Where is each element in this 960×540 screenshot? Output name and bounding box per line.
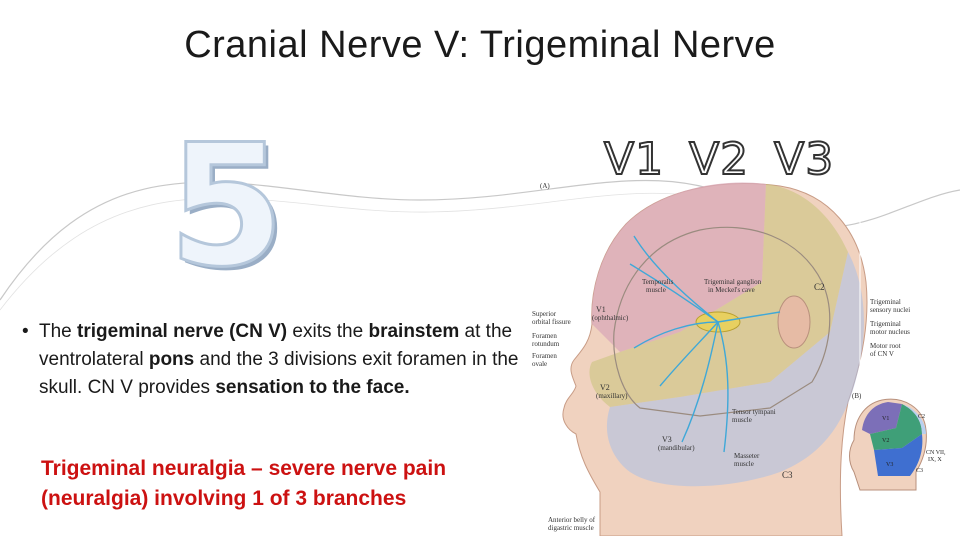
label-digastric-2: digastric muscle bbox=[548, 524, 594, 532]
label-ganglion: Trigeminal ganglion bbox=[704, 278, 762, 286]
label-tensor-2: muscle bbox=[732, 416, 752, 424]
inset-label-c3: C3 bbox=[916, 468, 923, 474]
cranial-nerve-number: 5 bbox=[168, 122, 285, 290]
bullet-point: • The trigeminal nerve (CN V) exits the … bbox=[22, 318, 522, 402]
label-sensory-nuclei: Trigeminal bbox=[870, 298, 901, 306]
label-motor-root-2: of CN V bbox=[870, 350, 894, 358]
inset-label-v3: V3 bbox=[886, 462, 893, 468]
inset-dermatome-panel: V1 V2 V3 C2 C3 CN VII, IX, X bbox=[850, 399, 947, 490]
label-sensory-nuclei-2: sensory nuclei bbox=[870, 306, 910, 314]
label-v1-sub: (ophthalmic) bbox=[592, 314, 629, 322]
inset-label-v2: V2 bbox=[882, 438, 889, 444]
label-sup-orbital-2: orbital fissure bbox=[532, 318, 571, 326]
label-c2: C2 bbox=[814, 282, 825, 292]
label-tensor: Tensor tympani bbox=[732, 408, 776, 416]
bullet-segment: trigeminal nerve (CN V) bbox=[77, 321, 287, 342]
slide-title: Cranial Nerve V: Trigeminal Nerve bbox=[0, 24, 960, 67]
label-masseter-2: muscle bbox=[734, 460, 754, 468]
label-ganglion-2: in Meckel's cave bbox=[708, 286, 755, 294]
label-panel-a: (A) bbox=[540, 182, 550, 190]
inset-label-cn: CN VII, bbox=[926, 450, 946, 456]
inset-label-cn-2: IX, X bbox=[928, 457, 942, 463]
bullet-marker: • bbox=[22, 318, 29, 346]
label-temporalis: Temporalis bbox=[642, 278, 674, 286]
label-v3-sub: (mandibular) bbox=[658, 444, 695, 452]
bullet-segment: brainstem bbox=[368, 321, 459, 342]
label-digastric: Anterior belly of bbox=[548, 516, 596, 524]
label-v3: V3 bbox=[662, 435, 672, 444]
label-v2-sub: (maxillary) bbox=[596, 392, 628, 400]
inset-label-v1: V1 bbox=[882, 416, 889, 422]
label-foramen-ovale: Foramen bbox=[532, 352, 557, 360]
label-v2: V2 bbox=[600, 383, 610, 392]
label-motor-root: Motor root bbox=[870, 342, 901, 350]
trigeminal-anatomy-figure: (A) Temporalis muscle Trigeminal ganglio… bbox=[530, 172, 948, 536]
label-panel-b: (B) bbox=[852, 392, 862, 400]
bullet-segment: exits the bbox=[287, 321, 368, 342]
label-c3: C3 bbox=[782, 470, 793, 480]
inset-label-c2: C2 bbox=[918, 414, 925, 420]
neuralgia-callout: Trigeminal neuralgia – severe nerve pain… bbox=[41, 454, 531, 514]
label-foramen-rot: Foramen bbox=[532, 332, 557, 340]
bullet-segment: sensation to the face. bbox=[215, 377, 409, 398]
bullet-segment: The bbox=[39, 321, 77, 342]
label-masseter: Masseter bbox=[734, 452, 760, 460]
ear bbox=[778, 296, 810, 348]
bullet-segment: pons bbox=[149, 349, 194, 370]
label-motor-nucleus: Trigeminal bbox=[870, 320, 901, 328]
bullet-text: The trigeminal nerve (CN V) exits the br… bbox=[39, 318, 522, 402]
label-v1: V1 bbox=[596, 305, 606, 314]
label-foramen-ovale-2: ovale bbox=[532, 360, 547, 368]
label-sup-orbital: Superior bbox=[532, 310, 557, 318]
label-foramen-rot-2: rotundum bbox=[532, 340, 560, 348]
label-temporalis-2: muscle bbox=[646, 286, 666, 294]
label-motor-nucleus-2: motor nucleus bbox=[870, 328, 910, 336]
